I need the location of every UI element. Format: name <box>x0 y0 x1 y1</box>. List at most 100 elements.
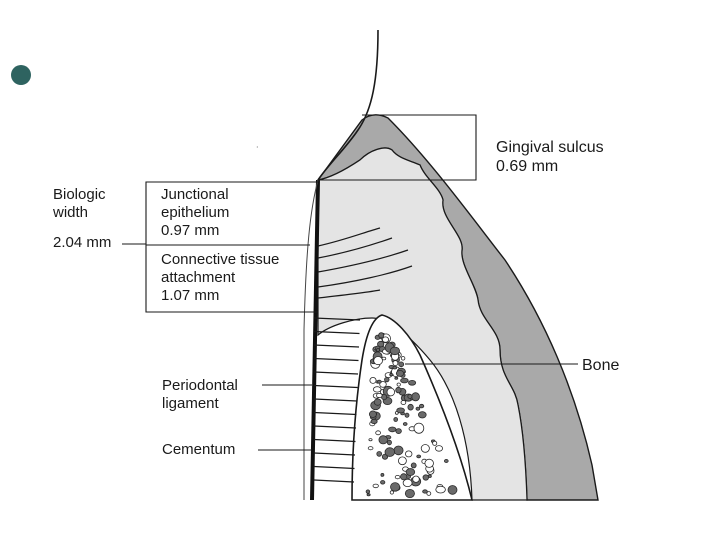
bone-particle <box>395 369 405 377</box>
tooth-root-outline <box>303 179 319 500</box>
bone-particle <box>415 406 421 411</box>
bone-particle <box>404 412 410 418</box>
biologic-width-value: 2.04 mm <box>53 234 112 251</box>
pdl-fiber <box>313 398 358 402</box>
bone-particle <box>390 482 401 492</box>
periodontal-ligament-fibers <box>313 317 361 483</box>
bone-particle <box>405 468 416 476</box>
pdl-fiber <box>313 384 358 389</box>
bone-particle <box>386 387 395 397</box>
bone-particle <box>381 336 389 343</box>
bone-particle <box>435 485 446 494</box>
bone-particle <box>416 454 422 459</box>
bone-particle <box>369 376 377 384</box>
bone-particle <box>402 422 408 426</box>
bone-particle <box>400 356 406 361</box>
gingival-sulcus-label: Gingival sulcus 0.69 mm <box>496 139 604 175</box>
bone-particle <box>405 450 413 458</box>
gingival-sulcus-box <box>318 114 477 181</box>
bone-particle <box>386 439 392 446</box>
pdl-fiber <box>313 317 361 321</box>
bone-particle <box>395 386 402 394</box>
bone-particle <box>395 428 402 435</box>
bone-label: Bone <box>582 357 620 374</box>
bone-particle <box>372 386 382 393</box>
bone-particle <box>394 474 401 480</box>
bone-particle <box>426 491 432 496</box>
bone-particle <box>384 447 396 457</box>
pdl-fiber <box>313 371 359 375</box>
connective-tissue-region <box>317 147 528 501</box>
pdl-fiber <box>313 465 355 470</box>
bone-particle <box>378 435 388 445</box>
pdl-fiber <box>313 438 356 443</box>
bone-particle <box>417 411 427 419</box>
bone-particle <box>376 348 380 352</box>
bone-particle <box>380 472 385 477</box>
bone-particle <box>379 381 387 388</box>
cementum-label: Cementum <box>162 441 236 458</box>
bone-particle <box>410 462 417 469</box>
bone-particle <box>384 376 390 383</box>
bone-particle <box>434 445 443 452</box>
bone-particle <box>396 382 401 387</box>
bone-particle <box>366 493 371 497</box>
bone-particle <box>392 360 399 367</box>
bone-particle <box>376 393 383 398</box>
bone-particle <box>413 422 425 434</box>
pdl-fiber <box>313 411 357 416</box>
pdl-fiber <box>313 344 360 348</box>
bone-particle <box>388 426 397 433</box>
bone-particle <box>424 458 434 468</box>
bone-particle <box>447 485 458 495</box>
bone-particle <box>380 480 386 485</box>
bone-particle <box>368 438 373 442</box>
bone-particle <box>393 417 399 422</box>
periodontal-ligament-label: Periodontal ligament <box>162 377 238 412</box>
tooth-crown-outline <box>317 29 379 181</box>
junctional-epithelium-label: Junctional epithelium 0.97 mm <box>161 186 230 239</box>
bone-particle <box>412 475 420 483</box>
pdl-fiber <box>313 425 357 429</box>
bone-particle <box>407 403 414 411</box>
bone-particle <box>411 392 420 402</box>
pdl-fiber <box>313 452 356 456</box>
bone-particles <box>365 332 458 498</box>
bone-particle <box>400 400 407 405</box>
bone-particle <box>394 376 399 380</box>
bone-particle <box>389 346 400 356</box>
bone-particle <box>372 483 379 489</box>
bone-particle <box>443 458 449 463</box>
bone-particle <box>404 488 415 498</box>
bone-particle <box>378 332 385 339</box>
scan-mark: · <box>256 143 259 152</box>
bone-particle <box>420 444 430 453</box>
connective-fibers <box>317 227 413 299</box>
bone-particle <box>432 440 438 446</box>
bone-particle <box>389 373 394 377</box>
bone-particle <box>396 407 405 414</box>
bone-particle <box>370 418 378 424</box>
cementum-surface <box>310 179 320 501</box>
pdl-fiber <box>313 357 359 362</box>
bone-particle <box>397 456 407 466</box>
bone-particle <box>365 489 371 494</box>
bone-particle <box>392 365 398 370</box>
bone-particle <box>368 410 377 418</box>
connective-tissue-label: Connective tissue attachment 1.07 mm <box>161 251 280 304</box>
bone-particle <box>398 361 405 368</box>
bone-particle <box>393 445 404 456</box>
bone-particle <box>376 379 382 384</box>
bone-particle <box>422 489 428 494</box>
biologic-width-label: Biologic width <box>53 186 106 221</box>
bone-particle <box>400 473 408 481</box>
pdl-fiber <box>313 479 355 483</box>
bone-particle <box>407 393 413 399</box>
bone-particle <box>389 490 394 495</box>
bone-particle <box>376 451 383 457</box>
bone-particle <box>402 478 413 487</box>
pdl-fiber <box>313 330 360 335</box>
bone-particle <box>408 379 417 386</box>
